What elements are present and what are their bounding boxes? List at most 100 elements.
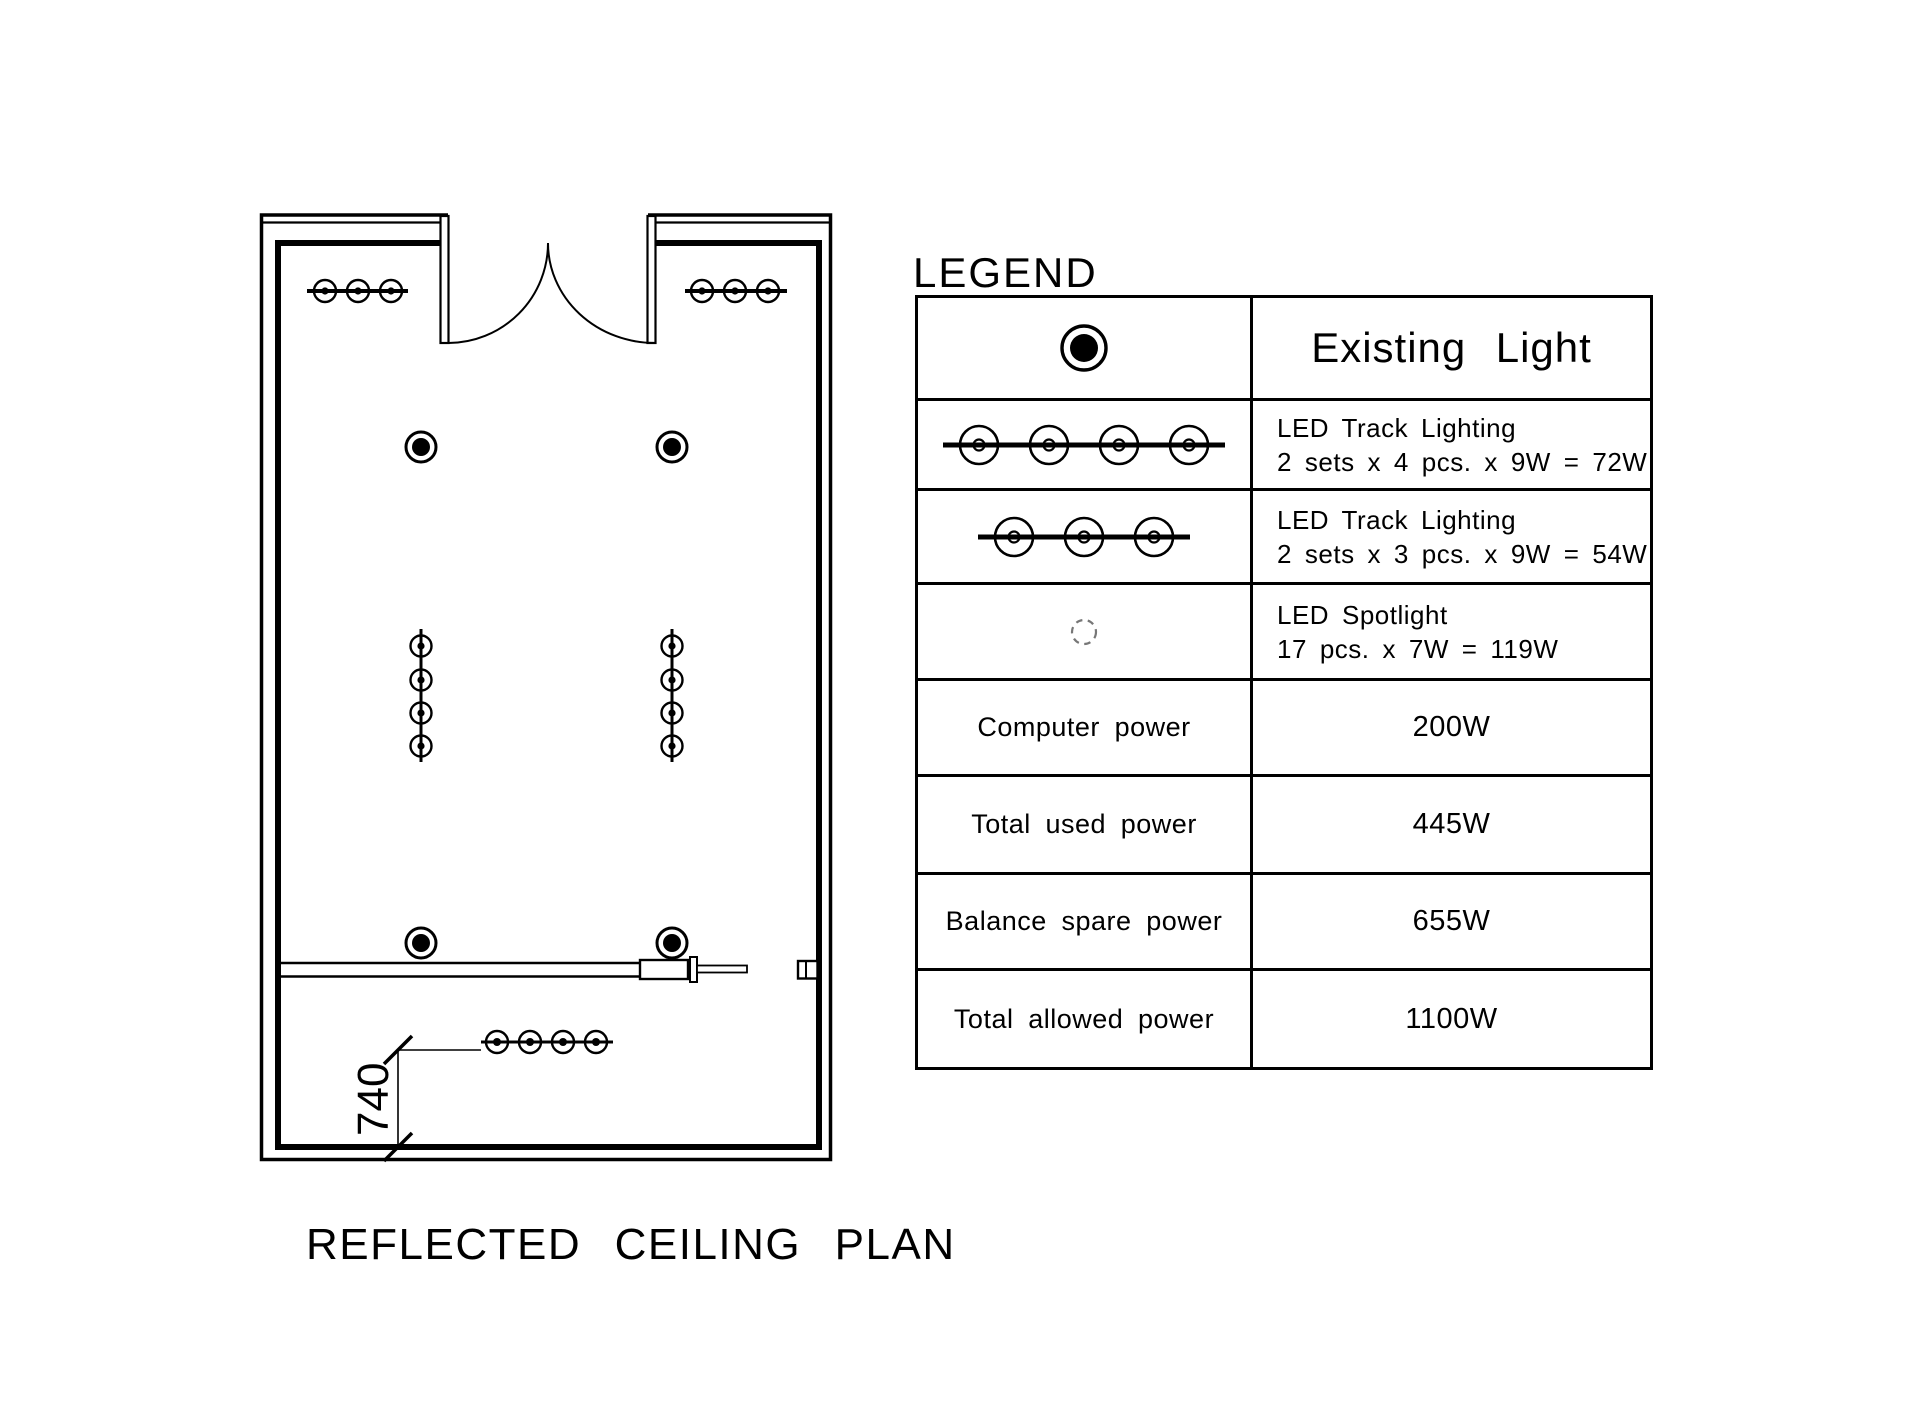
- track-light-bottom: [481, 1029, 613, 1055]
- symbol-cell: [918, 491, 1253, 582]
- track-head-icon: [755, 278, 781, 304]
- legend-row-spotlight: LED Spotlight 17 pcs. x 7W = 119W: [918, 585, 1650, 681]
- legend-row-label: Computer power: [977, 712, 1191, 742]
- value-cell: 445W: [1253, 777, 1650, 872]
- legend-row-value: 655W: [1412, 905, 1491, 937]
- label-cell: Total used power: [918, 777, 1253, 872]
- legend-row-line2: 2 sets x 4 pcs. x 9W = 72W: [1277, 446, 1648, 477]
- track-light-column-right: [660, 629, 684, 762]
- legend-row-line1: LED Spotlight: [1277, 599, 1448, 630]
- legend-row-label: Total allowed power: [953, 1003, 1215, 1034]
- track-head-icon: [583, 1029, 609, 1055]
- symbol-cell: [918, 298, 1253, 398]
- existing-light: [404, 430, 438, 464]
- outer-wall: [259, 213, 833, 1162]
- track-head-dot: [668, 742, 676, 750]
- legend-row-value: 445W: [1412, 808, 1491, 840]
- legend-row-label: Total used power: [971, 809, 1197, 839]
- existing-light-icon: [1060, 324, 1108, 372]
- label-cell: Computer power: [918, 681, 1253, 774]
- track-head-dot: [668, 709, 676, 717]
- track-head-dot: [526, 1038, 534, 1046]
- existing-light-core: [412, 438, 430, 456]
- legend-row-line1: LED Track Lighting: [1277, 504, 1517, 535]
- track-head-icon: [409, 701, 433, 725]
- legend-row-balance-spare-power: Balance spare power 655W: [918, 875, 1650, 971]
- legend-row-track-3: LED Track Lighting 2 sets x 3 pcs. x 9W …: [918, 491, 1650, 585]
- track-head-icon: [409, 668, 433, 692]
- service-counter: [278, 956, 748, 983]
- door-swing-arc-left: [448, 242, 549, 344]
- dimension-tick: [382, 1034, 414, 1066]
- value-cell: 1100W: [1253, 971, 1650, 1067]
- legend-row-total-allowed-power: Total allowed power 1100W: [918, 971, 1650, 1067]
- label-cell: LED Track Lighting 2 sets x 4 pcs. x 9W …: [1253, 401, 1650, 488]
- track-head-dot: [668, 642, 676, 650]
- legend-row-track-4: LED Track Lighting 2 sets x 4 pcs. x 9W …: [918, 401, 1650, 491]
- legend-row-computer-power: Computer power 200W: [918, 681, 1650, 777]
- track-head-dot: [417, 676, 425, 684]
- track-head-icon: [409, 734, 433, 758]
- door-pocket: [638, 958, 690, 981]
- track-head-icon: [312, 278, 338, 304]
- track-light-top-right: [685, 278, 787, 304]
- label-cell: Existing Light: [1253, 298, 1650, 398]
- track-head-dot: [764, 287, 772, 295]
- value-cell: 200W: [1253, 681, 1650, 774]
- track-head-icon: [660, 668, 684, 692]
- legend-row-label: Existing Light: [1311, 324, 1592, 371]
- existing-light: [655, 926, 689, 960]
- existing-light-core: [663, 438, 681, 456]
- existing-light: [655, 430, 689, 464]
- symbol-cell: [918, 585, 1253, 678]
- door-pocket-end: [689, 956, 698, 983]
- track-head-icon: [517, 1029, 543, 1055]
- legend-row-value: 1100W: [1405, 1002, 1498, 1035]
- track-light-3-icon: [978, 516, 1190, 557]
- track-head-icon: [689, 278, 715, 304]
- track-head-icon: [550, 1029, 576, 1055]
- label-cell: Total allowed power: [918, 971, 1253, 1067]
- track-head-icon: [660, 701, 684, 725]
- legend-row-label: Balance spare power: [945, 906, 1223, 936]
- existing-light-core: [663, 934, 681, 952]
- dimension-tick: [382, 1131, 414, 1163]
- door-leaf-right: [646, 214, 657, 345]
- track-head-icon: [378, 278, 404, 304]
- legend-row-existing-light: Existing Light: [918, 298, 1650, 401]
- track-head-dot: [592, 1038, 600, 1046]
- track-head-icon: [660, 634, 684, 658]
- dimension-label: 740: [349, 1063, 398, 1136]
- sliding-door-leaf: [696, 964, 748, 974]
- track-light-column-left: [409, 629, 433, 762]
- track-head-dot: [417, 742, 425, 750]
- existing-light-core: [412, 934, 430, 952]
- track-head-icon: [409, 634, 433, 658]
- door-swing-arc-right: [547, 242, 656, 345]
- label-cell: Balance spare power: [918, 875, 1253, 968]
- legend-row-line2: 17 pcs. x 7W = 119W: [1277, 633, 1559, 664]
- spotlight-icon: [1070, 618, 1098, 645]
- track-head-dot: [668, 676, 676, 684]
- track-head-dot: [559, 1038, 567, 1046]
- label-cell: LED Track Lighting 2 sets x 3 pcs. x 9W …: [1253, 491, 1650, 582]
- track-head-dot: [417, 709, 425, 717]
- dimension-740: 740: [349, 1034, 481, 1163]
- value-cell: 655W: [1253, 875, 1650, 968]
- door-leaf-left: [439, 214, 450, 345]
- existing-light: [404, 926, 438, 960]
- entrance-double-door: [439, 214, 657, 345]
- legend-row-line1: LED Track Lighting: [1277, 412, 1517, 443]
- legend-row-value: 200W: [1412, 711, 1491, 743]
- track-head-dot: [387, 287, 395, 295]
- inner-wall: [275, 240, 822, 1150]
- track-head-icon: [660, 734, 684, 758]
- legend-title: LEGEND: [913, 249, 1098, 296]
- track-head-dot: [698, 287, 706, 295]
- legend-row-line2: 2 sets x 3 pcs. x 9W = 54W: [1277, 538, 1648, 569]
- track-head-icon: [722, 278, 748, 304]
- track-head-dot: [417, 642, 425, 650]
- plan-title: REFLECTED CEILING PLAN: [306, 1220, 956, 1269]
